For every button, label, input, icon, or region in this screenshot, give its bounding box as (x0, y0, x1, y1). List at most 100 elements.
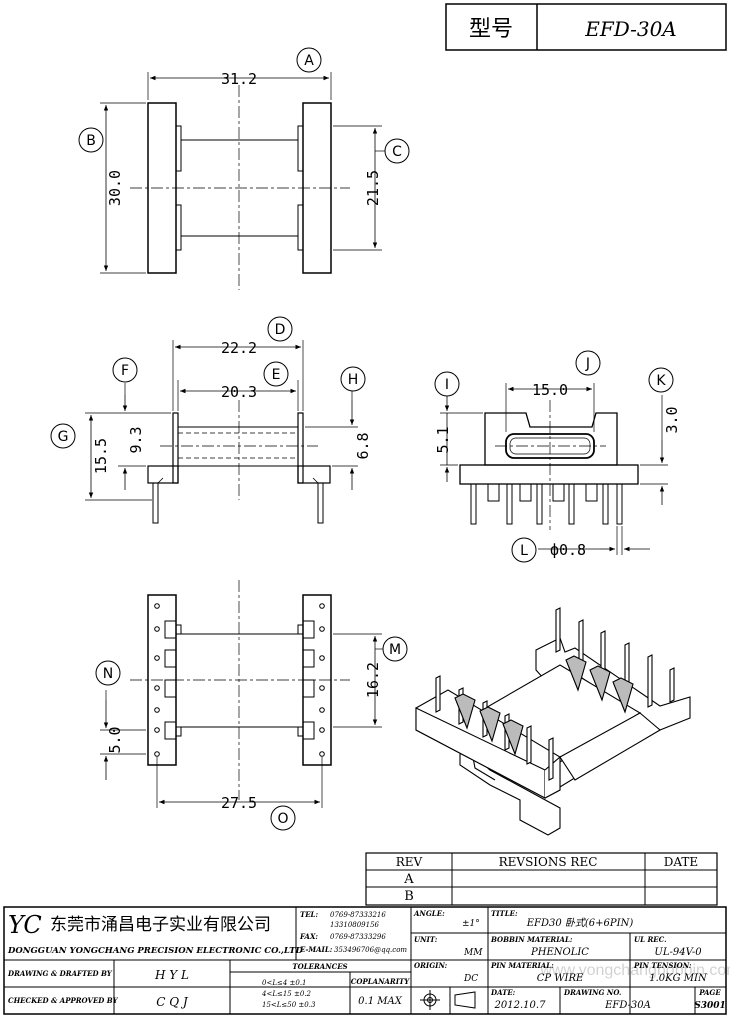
watermark-text: www.yongchangbobbin.com (539, 962, 730, 979)
bubble-E: E (263, 361, 289, 387)
drawing-no-label: DRAWING NO. (563, 988, 621, 997)
svg-text:O: O (277, 811, 288, 827)
svg-text:C: C (392, 144, 402, 160)
rev-header-date: DATE (664, 855, 698, 869)
projection-symbol-icon (420, 990, 476, 1010)
angle-label: ANGLE: (413, 909, 445, 918)
company-logo: YC (8, 911, 42, 939)
drawn-by-value: H Y L (154, 968, 189, 982)
origin-value: DC (463, 974, 478, 984)
part-header: 型号 EFD-30A (445, 3, 727, 51)
svg-text:H: H (348, 372, 359, 388)
side-view (85, 340, 358, 524)
tolerance-3: 15<L≤50 ±0.3 (262, 1001, 316, 1009)
dim-E-value: 20.3 (221, 383, 257, 401)
dim-N-value: 5.0 (106, 726, 124, 753)
bubble-O: O (270, 805, 296, 831)
company-name-en: DONGGUAN YONGCHANG PRECISION ELECTRONIC … (7, 946, 304, 956)
coplanarity-value: 0.1 MAX (358, 996, 403, 1007)
dim-H-value: 6.8 (354, 432, 372, 459)
svg-text:J: J (585, 356, 590, 372)
dim-I-value: 5.1 (434, 426, 452, 453)
fax-label: FAX: (299, 932, 318, 941)
origin-label: ORIGIN: (414, 961, 448, 970)
rev-row-a: A (403, 872, 414, 887)
bubble-I: I (434, 371, 460, 397)
svg-text:A: A (304, 53, 314, 69)
svg-text:B: B (86, 133, 96, 149)
bubble-C: C (384, 138, 410, 164)
title-label: TITLE: (491, 909, 518, 918)
pin-material-label: PIN MATERIAL: (490, 961, 554, 970)
title-block-grid (3, 906, 727, 1015)
date-value: 2012.10.7 (494, 1000, 547, 1011)
email-value: 353496706@qq.com (334, 946, 407, 954)
unit-value: MM (463, 948, 483, 958)
title-value: EFD30 卧式(6+6PIN) (526, 917, 634, 929)
rev-header-rec: REVSIONS REC (499, 855, 598, 869)
bubble-J: J (575, 350, 601, 376)
svg-text:E: E (272, 367, 281, 383)
header-part-number: EFD-30A (584, 17, 677, 41)
tolerance-1: 0<L≤4 ±0.1 (262, 979, 307, 987)
drawn-by-label: DRAWING & DRAFTED BY (7, 969, 113, 978)
svg-text:L: L (520, 543, 528, 559)
isometric-view (415, 607, 691, 836)
dim-J-value: 15.0 (532, 381, 568, 399)
svg-text:K: K (656, 373, 666, 389)
dim-L-value: ф0.8 (550, 541, 586, 559)
dim-A-value: 31.2 (221, 70, 257, 88)
ul-rec-label: UL REC. (634, 935, 667, 944)
ul-rec-value: UL-94V-0 (654, 947, 702, 958)
tolerance-2: 4<L≤15 ±0.2 (261, 990, 312, 998)
dim-O-value: 27.5 (221, 794, 257, 812)
top-view (100, 72, 386, 290)
page-label: PAGE (698, 988, 721, 997)
bobbin-material-value: PHENOLIC (530, 947, 589, 958)
rev-row-b: B (404, 889, 414, 904)
email-label: E-MAIL: (299, 945, 333, 954)
bubble-A: A (296, 47, 322, 73)
revision-table (365, 852, 718, 906)
dim-K-value: 3.0 (663, 406, 681, 433)
angle-value: ±1° (462, 919, 480, 929)
svg-text:G: G (58, 429, 69, 445)
tel-2: 13310809156 (330, 921, 380, 929)
svg-text:M: M (389, 642, 401, 658)
bubble-L: L (511, 537, 537, 563)
svg-text:F: F (121, 363, 129, 379)
dim-F-value: 9.3 (127, 426, 145, 453)
end-view (440, 383, 668, 555)
bubble-N: N (95, 660, 121, 686)
dim-D-value: 22.2 (221, 339, 257, 357)
dim-G-value: 15.5 (92, 438, 110, 474)
unit-label: UNIT: (414, 935, 438, 944)
bubble-M: M (382, 636, 408, 662)
checked-by-value: C Q J (156, 995, 189, 1009)
svg-text:D: D (275, 322, 286, 338)
dim-C-value: 21.5 (364, 170, 382, 206)
bubble-F: F (112, 357, 138, 383)
coplanarity-label: COPLANARITY (351, 977, 410, 986)
date-label: DATE: (490, 988, 516, 997)
dim-B-value: 30.0 (106, 170, 124, 206)
company-name-cn: 东莞市涌昌电子实业有限公司 (50, 915, 271, 935)
page-value: S3001 (694, 1001, 726, 1011)
bubble-K: K (648, 367, 674, 393)
tolerances-label: TOLERANCES (292, 962, 347, 971)
pin-tension-label: PIN TENSION: (633, 961, 692, 970)
tel-label: TEL: (300, 910, 318, 919)
rev-header-rev: REV (396, 855, 423, 869)
checked-by-label: CHECKED & APPROVED BY (8, 996, 119, 1005)
bubble-H: H (340, 366, 366, 392)
bubble-G: G (50, 423, 76, 449)
pin-material-value: CP WIRE (537, 973, 584, 984)
svg-text:N: N (103, 666, 113, 682)
bottom-view (100, 580, 386, 808)
svg-text:I: I (445, 377, 449, 393)
bobbin-material-label: BOBBIN MATERIAL: (490, 935, 573, 944)
drawing-no-value: EFD-30A (604, 1000, 651, 1011)
tel-1: 0769-87333216 (330, 911, 386, 919)
bubble-B: B (78, 127, 104, 153)
